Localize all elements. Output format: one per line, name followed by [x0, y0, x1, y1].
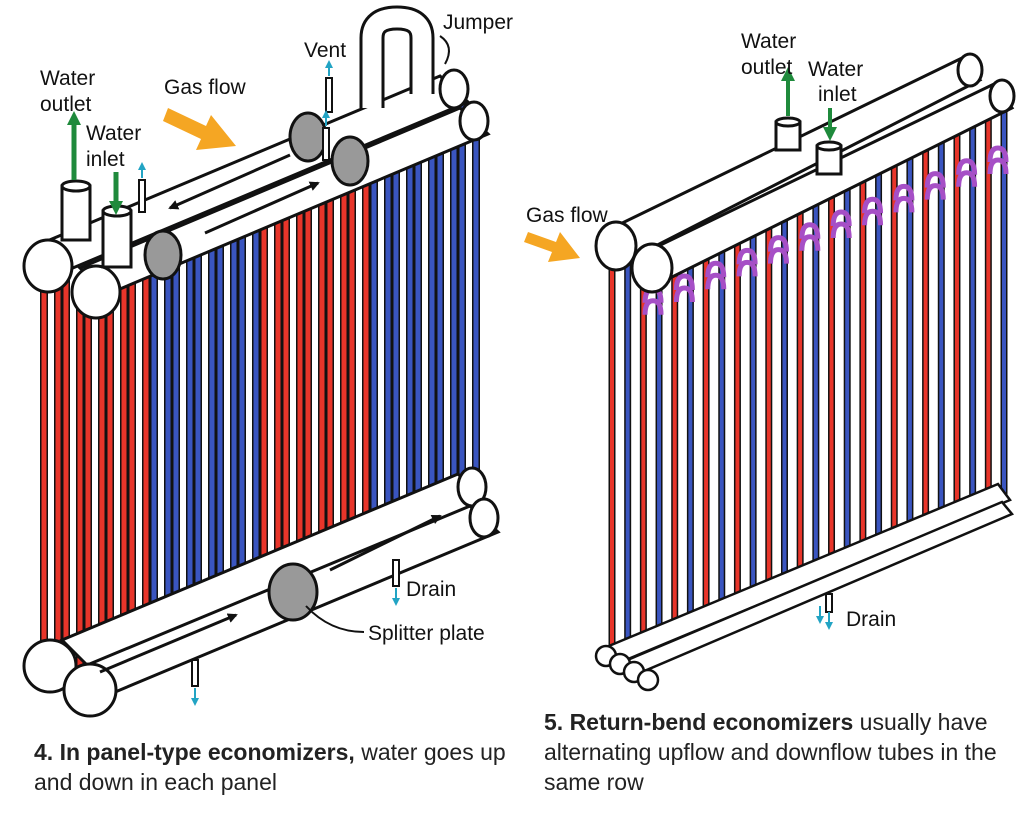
gas-flow-arrow [163, 108, 236, 150]
flow-arrow [329, 514, 442, 572]
water-outlet-nozzle-top [774, 116, 802, 128]
splitter-plate-leader [305, 605, 365, 633]
top-header-end-front [630, 242, 674, 294]
return-bend [830, 209, 852, 227]
vent-label: Vent [304, 39, 346, 62]
return-bend [862, 208, 884, 226]
water-inlet-nozzle [101, 209, 133, 269]
jumper-pipe [362, 8, 432, 108]
water-outlet-nozzle [60, 184, 92, 242]
return-bend [893, 183, 915, 201]
splitter-plate-bottom [267, 562, 319, 622]
vent-pipe [325, 77, 333, 113]
return-bend [956, 158, 978, 175]
top-header-end-front [70, 264, 122, 320]
return-bend [799, 222, 821, 239]
return-bend [642, 298, 664, 315]
return-bend [736, 247, 758, 265]
splitter-plate-top [288, 111, 328, 163]
return-bend [830, 221, 852, 239]
return-bend [767, 247, 789, 264]
bottom-header-end-front [62, 662, 118, 718]
water-inlet-nozzle-top [815, 140, 843, 152]
return-bend [987, 145, 1009, 163]
return-bend [799, 234, 821, 251]
splitter-plate-top [330, 135, 370, 187]
return-bend [705, 260, 727, 278]
flow-arrow [99, 613, 238, 674]
return-bend [893, 195, 915, 213]
vent-pipe [138, 179, 146, 213]
return-bend [767, 235, 789, 252]
water-outlet-nozzle-top [60, 179, 92, 193]
drain-label: Drain [406, 578, 456, 601]
splitter-plate-label: Splitter plate [368, 622, 485, 645]
jumper-leader [439, 35, 450, 65]
flow-arrow [204, 181, 320, 235]
drain-pipe [191, 659, 199, 687]
top-header-end-rear [22, 238, 74, 294]
bottom-header-rear [59, 466, 489, 670]
figure-4-caption: 4. In panel-type economizers, water goes… [34, 737, 514, 797]
splitter-plate-top [143, 229, 183, 281]
return-bend [924, 171, 946, 188]
drain-pipe [825, 593, 833, 613]
return-bend [705, 272, 727, 290]
figure-5-caption-text: usually have alternating upflow and down… [544, 709, 997, 795]
figure-5-caption: 5. Return-bend economizers usually have … [544, 707, 1024, 797]
return-bend [736, 259, 758, 277]
figure-4-caption-bold: 4. In panel-type economizers, [34, 739, 355, 765]
jumper-label: Jumper [443, 11, 513, 34]
return-bend [673, 273, 695, 291]
flow-arrow [168, 153, 291, 210]
return-bend [924, 183, 946, 200]
top-header-end-rear [594, 220, 638, 272]
return-bend-tube-bank [608, 104, 1009, 660]
bottom-header-stack [594, 482, 1015, 692]
return-bend [673, 285, 695, 303]
vent-pipe [322, 127, 330, 161]
drain-pipe [392, 559, 400, 587]
bottom-header-end-rear [22, 638, 78, 694]
return-bend [987, 157, 1009, 175]
drain-label: Drain [846, 608, 896, 631]
return-bend [862, 196, 884, 214]
figure-5-caption-bold: 5. Return-bend economizers [544, 709, 854, 735]
gas-flow-label: Gas flow [164, 76, 247, 99]
gas-flow-label: Gas flow [526, 204, 609, 227]
gas-flow-arrow [524, 232, 580, 262]
return-bend [956, 170, 978, 187]
figure-4-caption-text: water goes up and down in each panel [34, 739, 506, 795]
